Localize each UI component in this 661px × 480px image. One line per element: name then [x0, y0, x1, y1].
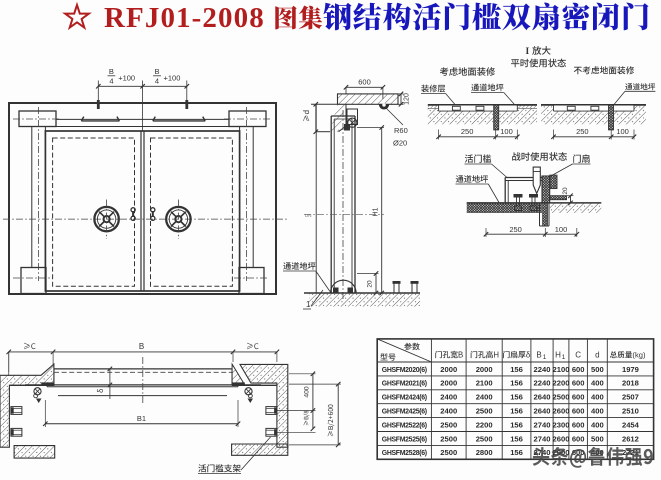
- svg-text:RFJ01-2008: RFJ01-2008: [104, 2, 265, 34]
- svg-text:500: 500: [591, 365, 604, 374]
- svg-text:1: 1: [562, 354, 566, 361]
- svg-text:2500: 2500: [440, 448, 457, 457]
- svg-text:+100: +100: [118, 74, 135, 83]
- svg-text:2100: 2100: [476, 379, 493, 388]
- svg-text:156: 156: [510, 407, 523, 416]
- svg-text:2500: 2500: [440, 434, 457, 443]
- svg-text:GHSFM2021(6): GHSFM2021(6): [382, 381, 427, 388]
- svg-text:2000: 2000: [476, 365, 493, 374]
- svg-text:1: 1: [306, 300, 311, 309]
- svg-text:2640: 2640: [534, 407, 551, 416]
- svg-text:1979: 1979: [622, 365, 639, 374]
- svg-text:600: 600: [572, 407, 585, 416]
- svg-text:2740: 2740: [534, 420, 551, 429]
- svg-text:B: B: [458, 351, 463, 360]
- svg-text:400: 400: [591, 420, 604, 429]
- svg-text:250: 250: [509, 225, 522, 234]
- svg-text:GHSFM2525(6): GHSFM2525(6): [382, 436, 427, 443]
- svg-text:B: B: [154, 67, 159, 76]
- svg-text:600: 600: [572, 379, 585, 388]
- svg-text:2400: 2400: [440, 407, 457, 416]
- svg-text:H1: H1: [373, 207, 380, 216]
- svg-text:2454: 2454: [622, 420, 640, 429]
- svg-text:156: 156: [510, 365, 523, 374]
- svg-text:2018: 2018: [622, 379, 639, 388]
- svg-text:2300: 2300: [553, 420, 570, 429]
- svg-text:156: 156: [510, 420, 523, 429]
- svg-text:H: H: [555, 351, 561, 360]
- svg-text:GHSFM2528(6): GHSFM2528(6): [382, 450, 427, 457]
- svg-text:C: C: [575, 351, 581, 360]
- svg-text:2500: 2500: [476, 434, 493, 443]
- svg-text:Ø20: Ø20: [393, 139, 407, 148]
- svg-text:500: 500: [591, 434, 604, 443]
- svg-text:2600: 2600: [553, 434, 570, 443]
- svg-text:250: 250: [461, 127, 474, 136]
- svg-text:600: 600: [572, 448, 585, 457]
- svg-text:B: B: [536, 351, 541, 360]
- svg-text:2240: 2240: [534, 379, 551, 388]
- svg-text:GHSFM2522(6): GHSFM2522(6): [382, 422, 427, 429]
- svg-text:400: 400: [591, 407, 604, 416]
- svg-text:+100: +100: [164, 74, 181, 83]
- svg-text:4: 4: [109, 77, 113, 86]
- svg-text:100: 100: [500, 127, 513, 136]
- svg-text:2200: 2200: [476, 420, 493, 429]
- svg-text:250: 250: [576, 127, 589, 136]
- svg-text:400: 400: [304, 386, 311, 398]
- svg-text:120: 120: [404, 93, 411, 105]
- svg-text:600: 600: [572, 365, 585, 374]
- svg-text:2100: 2100: [553, 365, 570, 374]
- svg-text:DN: DN: [305, 213, 312, 218]
- svg-text:600: 600: [358, 78, 371, 87]
- svg-text:2500: 2500: [476, 407, 493, 416]
- svg-text:2240: 2240: [534, 365, 551, 374]
- svg-text:d: d: [595, 351, 599, 360]
- svg-text:R60: R60: [394, 126, 408, 135]
- svg-text:100: 100: [555, 225, 568, 234]
- svg-text:GHSFM2020(6): GHSFM2020(6): [382, 367, 427, 374]
- svg-text:B1: B1: [137, 414, 146, 423]
- svg-text:156: 156: [510, 434, 523, 443]
- svg-text:GHSFM2424(6): GHSFM2424(6): [382, 395, 427, 402]
- svg-text:GHSFM2425(6): GHSFM2425(6): [382, 409, 427, 416]
- svg-text:600: 600: [572, 420, 585, 429]
- svg-text:400: 400: [591, 393, 604, 402]
- svg-text:B: B: [109, 67, 114, 76]
- svg-text:600: 600: [572, 393, 585, 402]
- svg-text:I: I: [526, 47, 530, 57]
- svg-text:4: 4: [155, 77, 159, 86]
- svg-text:20: 20: [562, 187, 569, 195]
- svg-text:2200: 2200: [553, 379, 570, 388]
- svg-text:(kg): (kg): [632, 351, 646, 360]
- svg-text:2600: 2600: [553, 407, 570, 416]
- svg-text:2000: 2000: [440, 365, 457, 374]
- svg-text:2500: 2500: [553, 393, 570, 402]
- svg-text:600: 600: [572, 434, 585, 443]
- svg-text:1: 1: [543, 354, 547, 361]
- svg-text:H: H: [493, 351, 499, 360]
- svg-text:δ: δ: [526, 351, 531, 360]
- svg-text:20: 20: [367, 280, 374, 288]
- svg-text:2507: 2507: [622, 393, 639, 402]
- svg-text:B: B: [139, 342, 144, 351]
- svg-text:2800: 2800: [476, 448, 493, 457]
- svg-text:156: 156: [510, 393, 523, 402]
- svg-text:2400: 2400: [476, 393, 493, 402]
- svg-text:100: 100: [616, 127, 629, 136]
- svg-text:400: 400: [591, 379, 604, 388]
- svg-text:2400: 2400: [440, 393, 457, 402]
- svg-text:2000: 2000: [440, 379, 457, 388]
- svg-text:2740: 2740: [534, 434, 551, 443]
- svg-text:156: 156: [510, 379, 523, 388]
- svg-text:2500: 2500: [440, 420, 457, 429]
- svg-text:156: 156: [510, 448, 523, 457]
- svg-text:2612: 2612: [622, 434, 639, 443]
- svg-text:2510: 2510: [622, 407, 639, 416]
- svg-text:2640: 2640: [534, 393, 551, 402]
